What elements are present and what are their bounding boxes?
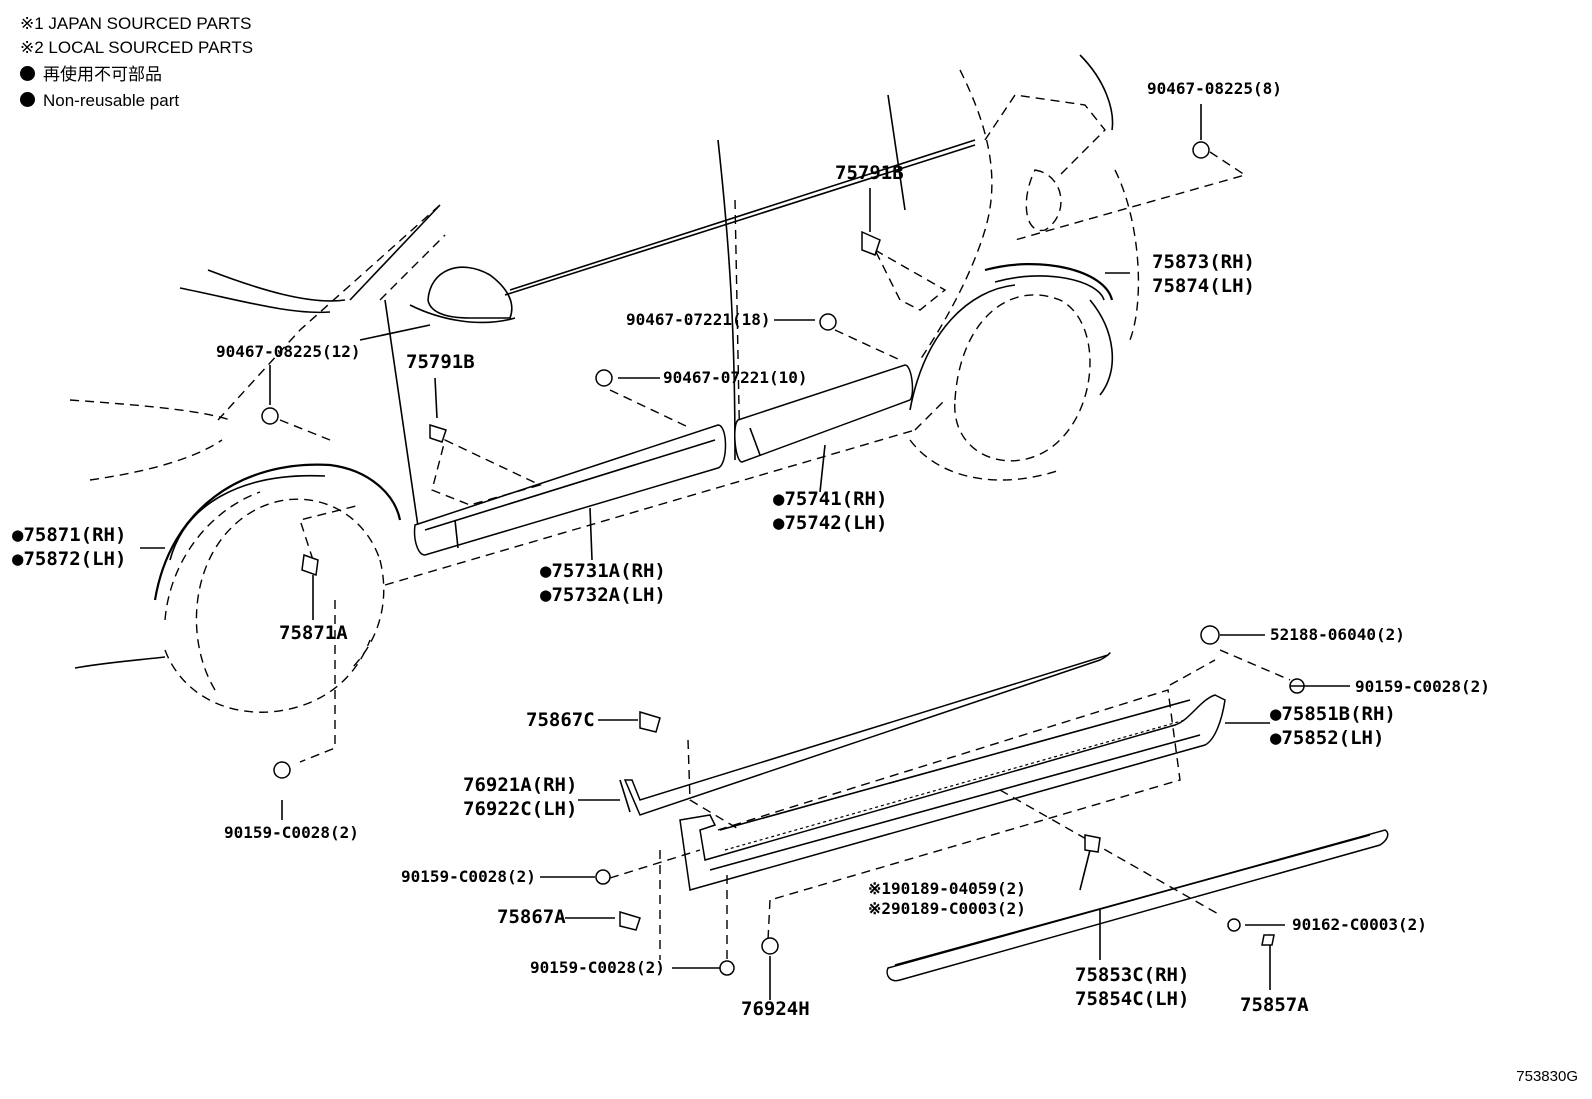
callout-75871-rh[interactable]: ●75871(RH) [12, 524, 127, 546]
fasteners [261, 141, 1350, 1000]
rocker-panel-assembly [609, 649, 1389, 990]
callout-75791b-lower[interactable]: 75791B [406, 351, 475, 373]
callout-75854c-lh[interactable]: 75854C(LH) [1075, 988, 1190, 1010]
callout-90159-c0028-left[interactable]: 90159-C0028(2) [224, 823, 359, 842]
callout-75742-lh[interactable]: ●75742(LH) [773, 512, 888, 534]
callout-75741-rh[interactable]: ●75741(RH) [773, 488, 888, 510]
callout-75791b-upper[interactable]: 75791B [835, 162, 904, 184]
legend-local-sourced: ※2 LOCAL SOURCED PARTS [20, 38, 254, 57]
vehicle-body-outline [69, 54, 1140, 713]
figure-code: 753830G [1516, 1068, 1578, 1085]
callout-90189-c0003[interactable]: ※290189-C0003(2) [868, 899, 1026, 918]
callout-90159-c0028-upper-right[interactable]: 90159-C0028(2) [1355, 677, 1490, 696]
callout-90159-c0028-bottom[interactable]: 90159-C0028(2) [530, 958, 665, 977]
rear-door-moulding-shape [734, 364, 914, 463]
upper-leader-lines [140, 104, 1247, 820]
non-reusable-dot-icon [20, 92, 35, 107]
callout-75731a-rh[interactable]: ●75731A(RH) [540, 560, 666, 582]
callout-75867c[interactable]: 75867C [526, 709, 595, 731]
callout-75872-lh[interactable]: ●75872(LH) [12, 548, 127, 570]
legend-non-reusable-jp-text: 再使用不可部品 [43, 65, 162, 84]
callout-75853c-rh[interactable]: 75853C(RH) [1075, 964, 1190, 986]
callout-75857a[interactable]: 75857A [1240, 994, 1309, 1016]
callout-75867a[interactable]: 75867A [497, 906, 566, 928]
front-door-moulding-shape [413, 424, 727, 556]
callout-76921a-rh[interactable]: 76921A(RH) [463, 774, 578, 796]
callout-75851b-rh[interactable]: ●75851B(RH) [1270, 703, 1396, 725]
callout-90189-04059[interactable]: ※190189-04059(2) [868, 879, 1026, 898]
callout-90467-08225-8[interactable]: 90467-08225(8) [1147, 79, 1282, 98]
callout-90467-08225-12[interactable]: 90467-08225(12) [216, 342, 361, 361]
legend-japan-sourced: ※1 JAPAN SOURCED PARTS [20, 14, 252, 33]
legend-non-reusable-jp: 再使用不可部品 [20, 66, 162, 83]
callout-76922c-lh[interactable]: 76922C(LH) [463, 798, 578, 820]
callout-76924h[interactable]: 76924H [741, 998, 810, 1020]
callout-75852-lh[interactable]: ●75852(LH) [1270, 727, 1385, 749]
legend-non-reusable-en: Non-reusable part [20, 92, 179, 109]
legend-non-reusable-en-text: Non-reusable part [43, 91, 180, 110]
callout-75732a-lh[interactable]: ●75732A(LH) [540, 584, 666, 606]
callout-75874-lh[interactable]: 75874(LH) [1152, 275, 1255, 297]
callout-75873-rh[interactable]: 75873(RH) [1152, 251, 1255, 273]
callout-90159-c0028-mid[interactable]: 90159-C0028(2) [401, 867, 536, 886]
non-reusable-dot-icon [20, 66, 35, 81]
callout-90467-07221-18[interactable]: 90467-07221(18) [626, 310, 771, 329]
callout-90467-07221-10[interactable]: 90467-07221(10) [663, 368, 808, 387]
callout-75871a[interactable]: 75871A [279, 622, 348, 644]
callout-90162-c0003[interactable]: 90162-C0003(2) [1292, 915, 1427, 934]
callout-52188-06040[interactable]: 52188-06040(2) [1270, 625, 1405, 644]
